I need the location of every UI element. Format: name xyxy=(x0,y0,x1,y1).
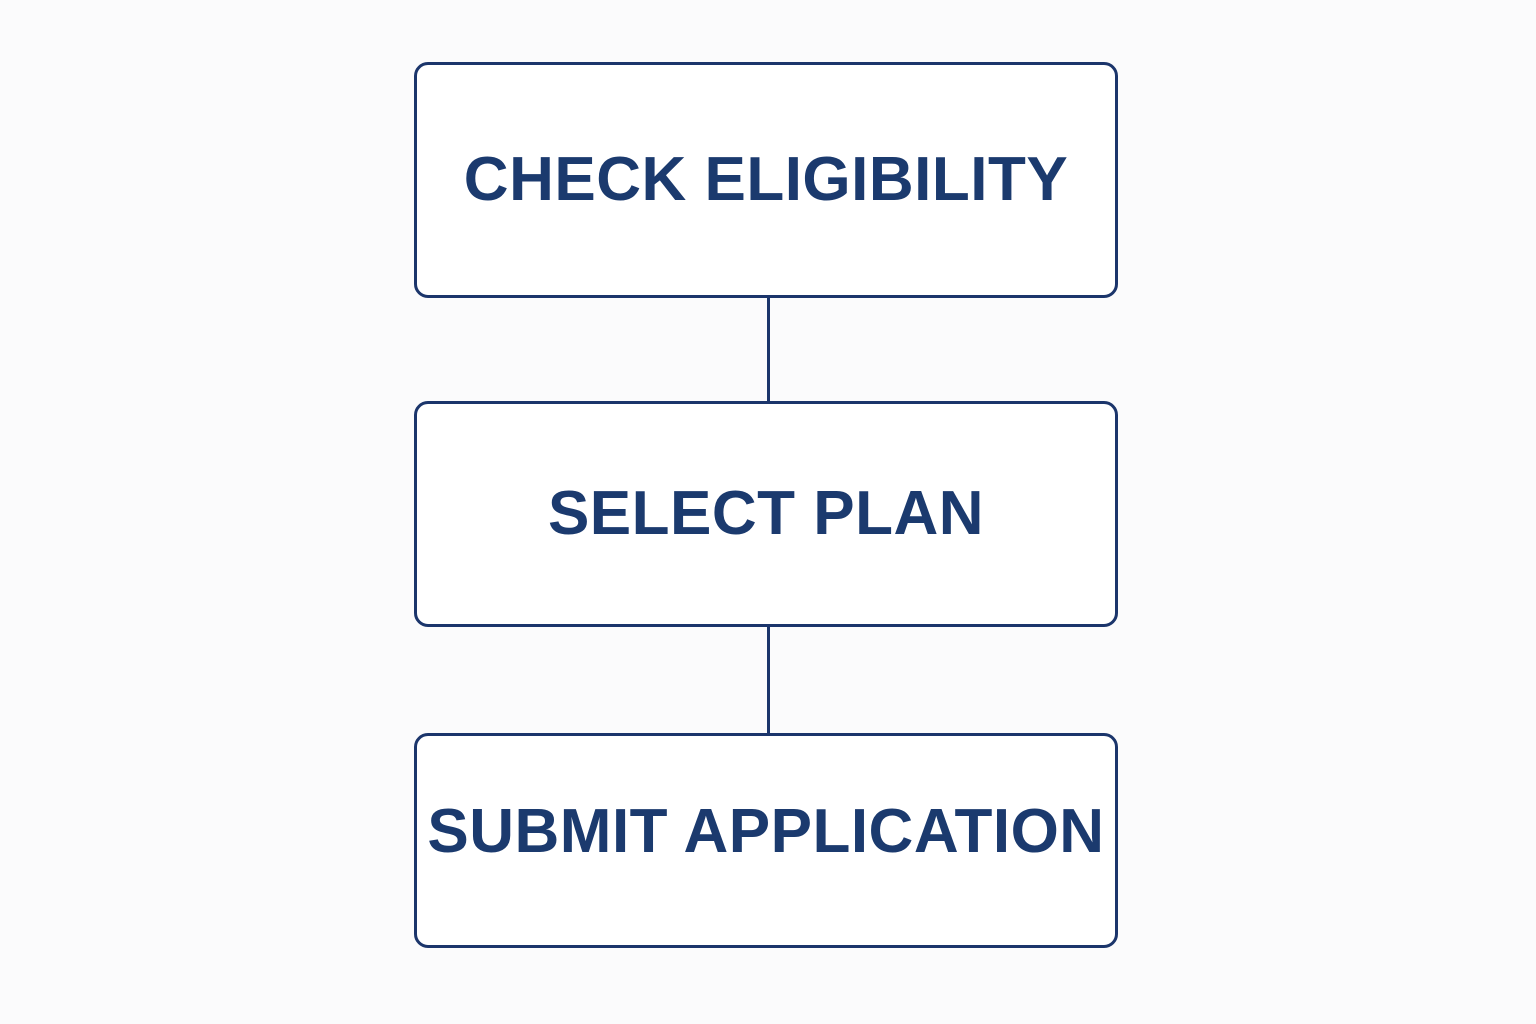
connector-select-plan-to-submit-application xyxy=(767,625,770,735)
flowchart-node-check-eligibility[interactable]: CHECK ELIGIBILITY xyxy=(414,62,1118,298)
flowchart-node-select-plan[interactable]: SELECT PLAN xyxy=(414,401,1118,627)
node-label-submit-application: SUBMIT APPLICATION xyxy=(427,796,1105,866)
connector-check-eligibility-to-select-plan xyxy=(767,296,770,403)
node-label-check-eligibility: CHECK ELIGIBILITY xyxy=(463,145,1069,214)
flowchart-node-submit-application[interactable]: SUBMIT APPLICATION xyxy=(414,733,1118,948)
node-label-select-plan: SELECT PLAN xyxy=(547,479,985,548)
